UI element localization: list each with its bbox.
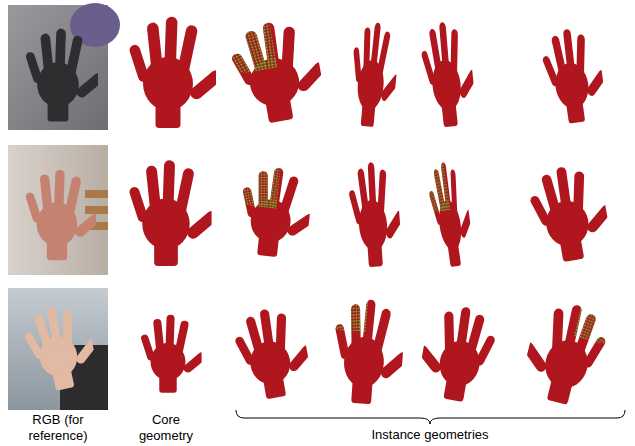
photo-hand bbox=[25, 28, 106, 121]
column-label: RGB (for reference) bbox=[10, 412, 106, 444]
point-cloud bbox=[442, 159, 479, 268]
instance-hand bbox=[524, 159, 621, 266]
rgb-photo bbox=[8, 3, 120, 130]
photo-hand bbox=[25, 170, 104, 261]
point-cloud bbox=[418, 19, 452, 129]
instance-hand bbox=[235, 164, 321, 260]
rgb-photo bbox=[8, 288, 108, 410]
instance-hand bbox=[408, 300, 500, 406]
instance-hand bbox=[329, 297, 413, 407]
hand-mesh bbox=[329, 297, 413, 407]
hand-mesh bbox=[510, 294, 613, 410]
point-cloud bbox=[267, 13, 333, 123]
point-cloud bbox=[424, 300, 500, 357]
point-cloud bbox=[520, 294, 613, 401]
point-cloud bbox=[347, 21, 402, 73]
column-label: Core geometry bbox=[134, 412, 198, 444]
photo-object bbox=[85, 206, 108, 214]
photo-ground bbox=[8, 288, 108, 410]
core-hand bbox=[128, 16, 225, 128]
curly-bracket bbox=[236, 410, 625, 424]
point-cloud bbox=[524, 159, 604, 217]
hand-mesh bbox=[235, 164, 321, 260]
hand-mesh bbox=[538, 24, 614, 126]
photo-hand bbox=[19, 298, 108, 395]
point-cloud bbox=[346, 160, 376, 268]
point-cloud bbox=[538, 24, 601, 76]
photo-ground bbox=[8, 145, 108, 275]
hand-mesh bbox=[347, 21, 406, 130]
point-cloud bbox=[230, 302, 306, 357]
instance-hand bbox=[418, 19, 483, 129]
hand-mesh bbox=[128, 160, 220, 266]
instance-hand bbox=[230, 302, 322, 403]
instance-hand bbox=[510, 294, 613, 410]
group-label: Instance geometries bbox=[330, 427, 530, 443]
photo-object bbox=[85, 190, 108, 198]
core-hand bbox=[128, 160, 220, 266]
instance-hand bbox=[346, 160, 408, 268]
hand-mesh bbox=[408, 300, 500, 406]
instance-hand bbox=[347, 21, 406, 130]
hand-mesh bbox=[418, 19, 483, 129]
hand-mesh bbox=[230, 302, 322, 403]
hand-mesh bbox=[425, 159, 480, 268]
hand-mesh bbox=[346, 160, 408, 268]
instance-hand bbox=[425, 159, 480, 268]
hand-mesh bbox=[225, 13, 336, 127]
instance-hand bbox=[538, 24, 614, 126]
hand-mesh bbox=[140, 315, 208, 393]
point-cloud bbox=[329, 297, 407, 395]
rgb-photo bbox=[8, 145, 108, 275]
hand-mesh bbox=[128, 16, 225, 128]
instance-hand bbox=[225, 13, 336, 127]
core-hand bbox=[140, 315, 208, 393]
hand-mesh bbox=[524, 159, 621, 266]
point-cloud bbox=[271, 164, 320, 260]
